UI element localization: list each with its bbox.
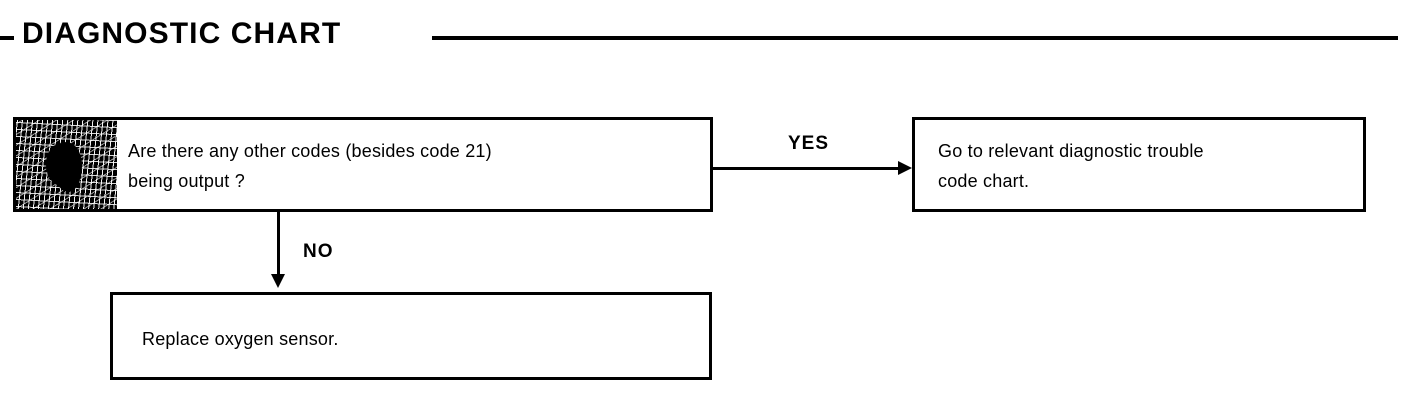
- page-title: DIAGNOSTIC CHART: [22, 17, 342, 50]
- branch-label-no: NO: [303, 241, 334, 262]
- arrow-down-icon: [271, 274, 285, 288]
- arrow-right-icon: [898, 161, 912, 175]
- scan-artifact-blot: [16, 120, 117, 209]
- flow-node-replace-sensor: [110, 292, 712, 380]
- connector-yes-line: [713, 167, 901, 170]
- flow-node-goto-chart-text: Go to relevant diagnostic trouble code c…: [938, 141, 1204, 191]
- flow-node-question: [13, 117, 713, 212]
- header-rule: [432, 36, 1398, 40]
- header-left-dash: [0, 36, 14, 40]
- flow-node-goto-chart: [912, 117, 1366, 212]
- branch-label-yes: YES: [788, 133, 830, 154]
- connector-no-line: [277, 212, 280, 278]
- flow-node-question-text: Are there any other codes (besides code …: [128, 141, 492, 191]
- scan-artifact-core: [52, 142, 82, 192]
- flow-node-replace-sensor-text: Replace oxygen sensor.: [142, 329, 339, 349]
